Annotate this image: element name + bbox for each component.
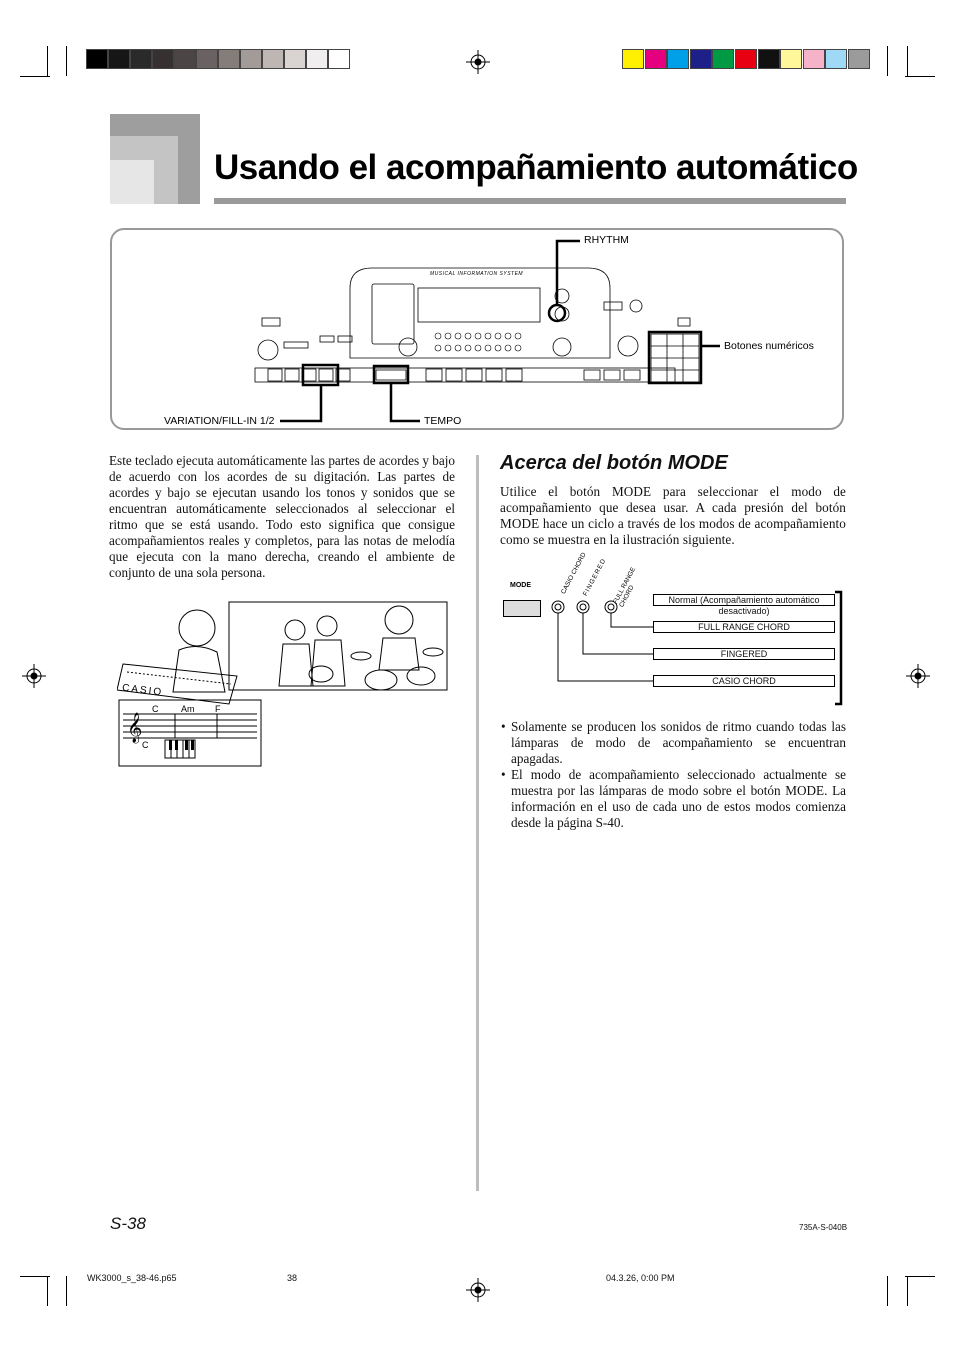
registration-mark-icon bbox=[466, 50, 490, 74]
section-heading: Acerca del botón MODE bbox=[500, 452, 728, 474]
mode-option-full-range-chord: FULL RANGE CHORD bbox=[653, 621, 835, 633]
color-swatch bbox=[735, 49, 757, 69]
gray-swatch bbox=[262, 49, 284, 69]
gray-swatch bbox=[86, 49, 108, 69]
mode-option-normal: Normal (Acompañamiento automático desact… bbox=[653, 594, 835, 616]
gray-swatch bbox=[152, 49, 174, 69]
footer-page-num: 38 bbox=[287, 1273, 298, 1283]
crop-mark bbox=[47, 1276, 48, 1306]
mode-option-fingered: FINGERED bbox=[653, 648, 835, 660]
gray-swatch bbox=[328, 49, 350, 69]
title-decor-block bbox=[110, 160, 154, 204]
gray-swatch bbox=[284, 49, 306, 69]
chord-c: C bbox=[152, 704, 159, 714]
crop-mark bbox=[907, 46, 908, 76]
crop-mark bbox=[887, 1276, 888, 1306]
mode-option-casio-chord: CASIO CHORD bbox=[653, 675, 835, 687]
svg-text:𝄞: 𝄞 bbox=[127, 712, 142, 744]
color-swatch bbox=[644, 49, 667, 69]
chord-am: Am bbox=[181, 704, 195, 714]
registration-mark-icon bbox=[906, 664, 930, 688]
color-swatch bbox=[848, 49, 870, 69]
band-illustration: 𝄞 bbox=[117, 601, 448, 767]
chord-f: F bbox=[215, 704, 221, 714]
crop-mark bbox=[66, 46, 67, 76]
color-swatch bbox=[667, 49, 690, 69]
bullet-text: El modo de acompañamiento seleccionado a… bbox=[511, 767, 846, 830]
color-swatch bbox=[802, 49, 825, 69]
crop-mark bbox=[47, 46, 48, 76]
doc-code: 735A-S-040B bbox=[799, 1223, 848, 1232]
crop-mark bbox=[907, 1276, 908, 1306]
rhythm-label: RHYTHM bbox=[584, 234, 629, 246]
variation-label: VARIATION/FILL-IN 1/2 bbox=[164, 415, 275, 427]
bullet-item: •Solamente se producen los sonidos de ri… bbox=[501, 719, 846, 766]
page-title: Usando el acompañamiento automático bbox=[214, 148, 858, 187]
intro-paragraph: Este teclado ejecuta automáticamente las… bbox=[109, 453, 456, 580]
mode-button-label: MODE bbox=[510, 582, 531, 589]
footer-date: 04.3.26, 0:00 PM bbox=[606, 1273, 675, 1283]
registration-mark-icon bbox=[22, 664, 46, 688]
numeric-buttons-label: Botones numéricos bbox=[724, 340, 814, 352]
file-name: WK3000_s_38-46.p65 bbox=[87, 1273, 177, 1283]
gray-swatch bbox=[218, 49, 240, 69]
gray-swatch bbox=[196, 49, 218, 69]
title-rule bbox=[214, 198, 846, 204]
crop-mark bbox=[20, 76, 50, 77]
crop-mark bbox=[887, 46, 888, 76]
gray-swatch bbox=[174, 49, 196, 69]
color-swatch bbox=[689, 49, 712, 69]
keyboard-diagram bbox=[110, 228, 844, 430]
page-number: S-38 bbox=[110, 1214, 146, 1233]
mode-paragraph: Utilice el botón MODE para seleccionar e… bbox=[500, 484, 846, 547]
mode-cycle-diagram bbox=[551, 590, 843, 706]
tempo-label: TEMPO bbox=[424, 415, 462, 427]
panel-brand: MUSICAL INFORMATION SYSTEM bbox=[430, 271, 524, 277]
crop-mark bbox=[905, 1276, 935, 1277]
keyboard-panel-illustration bbox=[254, 239, 720, 423]
bullet-text: Solamente se producen los sonidos de rit… bbox=[511, 719, 846, 766]
gray-swatch bbox=[240, 49, 262, 69]
gray-swatch bbox=[130, 49, 152, 69]
column-divider bbox=[476, 455, 479, 1191]
crop-mark bbox=[20, 1276, 50, 1277]
color-swatch bbox=[757, 49, 780, 69]
bullet-item: •El modo de acompañamiento seleccionado … bbox=[501, 767, 846, 830]
color-swatch bbox=[825, 49, 848, 69]
crop-mark bbox=[905, 76, 935, 77]
color-swatch bbox=[780, 49, 803, 69]
color-swatch bbox=[712, 49, 735, 69]
color-swatch bbox=[622, 49, 644, 69]
gray-swatch bbox=[306, 49, 328, 69]
bass-note: C bbox=[142, 740, 149, 750]
mode-button bbox=[503, 600, 541, 617]
registration-mark-icon bbox=[466, 1278, 490, 1302]
crop-mark bbox=[66, 1276, 67, 1306]
gray-swatch bbox=[108, 49, 130, 69]
